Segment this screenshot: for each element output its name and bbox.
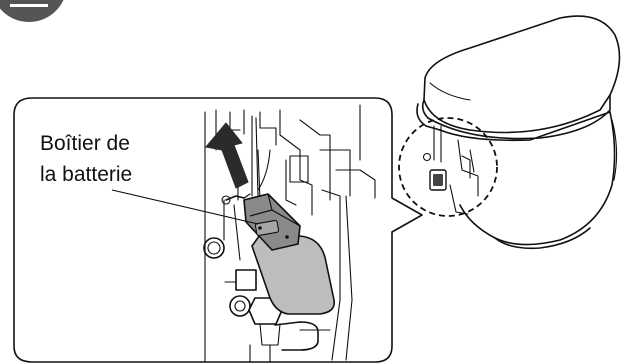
battery-box-label-line2: la batterie <box>40 159 132 190</box>
callout-leader-line <box>112 190 258 224</box>
up-left-arrow-icon <box>206 123 248 188</box>
step-badge-icon <box>0 0 67 22</box>
battery-box <box>244 116 334 314</box>
battery-box-label: Boîtier de la batterie <box>40 128 132 190</box>
battery-box-label-line1: Boîtier de <box>40 128 132 159</box>
toilet-illustration <box>417 16 619 248</box>
